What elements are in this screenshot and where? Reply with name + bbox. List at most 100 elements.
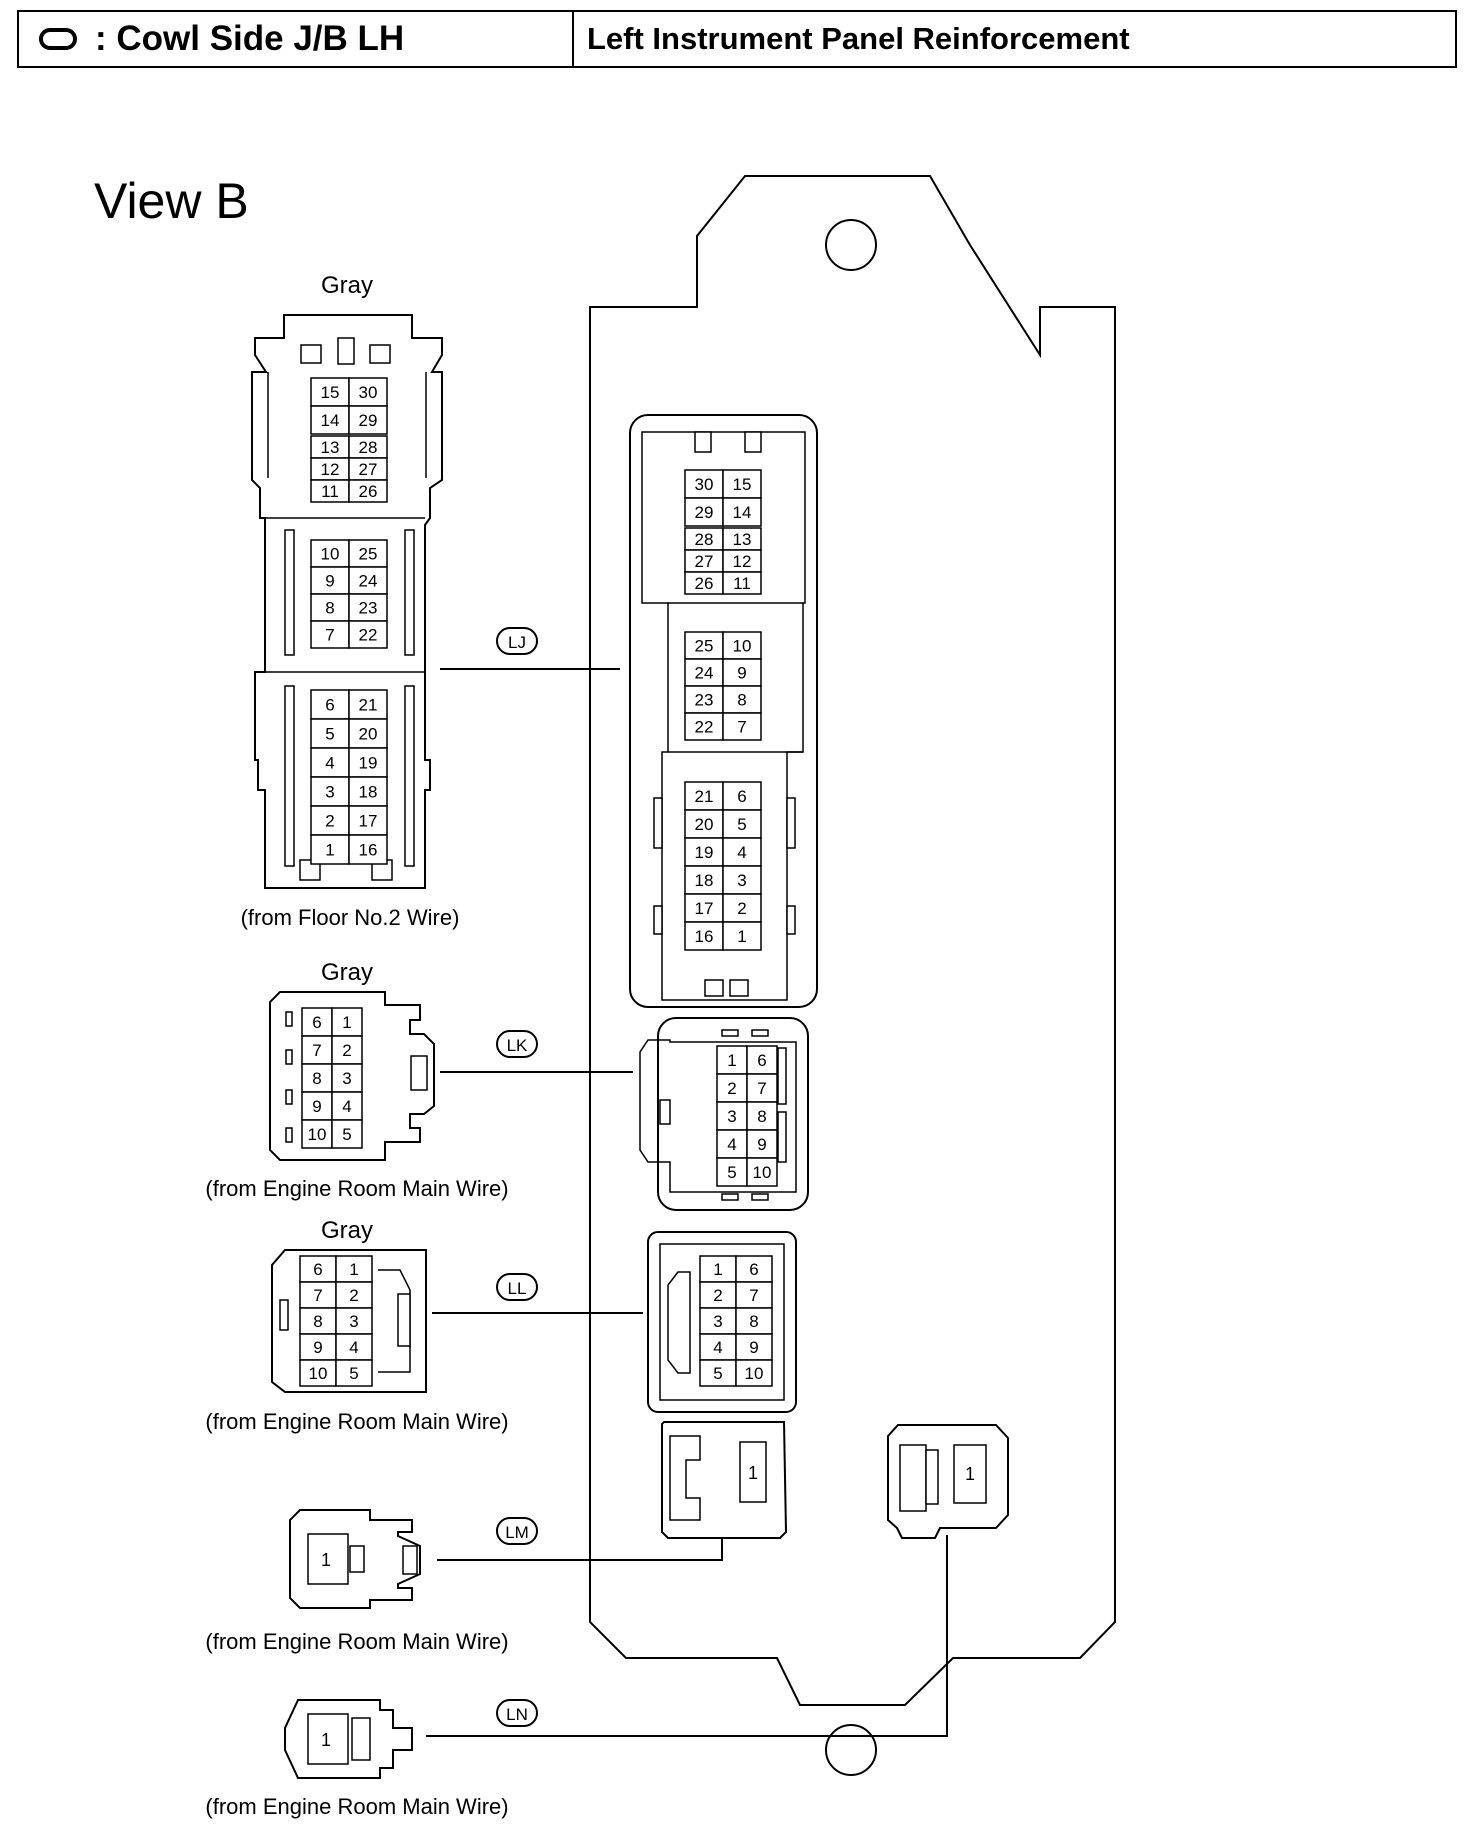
callout-lm-label: LM [505, 1523, 529, 1542]
lj-wire-pin-cell [348, 805, 388, 836]
ln-wire-connector: 1 (from Engine Room Main Wire) [205, 1699, 509, 1819]
lk-color-label: Gray [321, 959, 373, 986]
oval-icon [39, 28, 77, 50]
ll-jb-pin-number: 6 [749, 1260, 758, 1279]
lj-wire-pin-number: 1 [325, 841, 334, 860]
lj-jb-pin-number: 7 [737, 718, 746, 737]
lj-wire-pin-number: 13 [321, 438, 340, 457]
lj-jb-pin-cell [722, 685, 762, 714]
lj-jb-pin-number: 26 [695, 574, 714, 593]
ll-jb-pin-number: 8 [749, 1312, 758, 1331]
lk-jb-pin-number: 4 [727, 1135, 736, 1154]
lj-wire-pin-number: 21 [359, 696, 378, 715]
ll-wire-pin-number: 10 [309, 1364, 328, 1383]
lj-wire-pin-cell [310, 620, 350, 649]
callout-ll-label: LL [508, 1279, 527, 1298]
lj-wire-pin-cell [348, 834, 388, 865]
callout-lk-label: LK [507, 1036, 528, 1055]
lj-wire-pin-number: 25 [359, 545, 378, 564]
ln-jb-connector: 1 [887, 1424, 1009, 1539]
lj-jb-pin-number: 12 [733, 552, 752, 571]
lj-jb-pin-number: 16 [695, 927, 714, 946]
lj-jb-pin-number: 15 [733, 475, 752, 494]
ll-wire-pin-number: 1 [349, 1260, 358, 1279]
ll-jb-pin-number: 10 [745, 1364, 764, 1383]
callout-lm: LM [496, 1517, 538, 1545]
lm-source-label: (from Engine Room Main Wire) [205, 1629, 508, 1654]
lj-wire-pin-number: 24 [359, 572, 378, 591]
lj-wire-pin-number: 5 [325, 725, 334, 744]
lj-wire-pin-number: 26 [359, 482, 378, 501]
lj-jb-pin-cell [722, 809, 762, 839]
lj-jb-pin-number: 17 [695, 899, 714, 918]
lj-wire-pin-cell [310, 718, 350, 749]
ll-jb-pin-number: 5 [713, 1364, 722, 1383]
lm-jb-pin: 1 [748, 1463, 758, 1483]
callout-lj-label: LJ [508, 633, 526, 652]
ll-jb-pin-number: 7 [749, 1286, 758, 1305]
lj-jb-pin-number: 19 [695, 843, 714, 862]
lk-wire-pin-number: 7 [312, 1041, 321, 1060]
ll-wire-pin-cell [335, 1307, 373, 1335]
lj-color-label: Gray [321, 272, 373, 299]
lj-wire-pin-number: 30 [359, 383, 378, 402]
ll-jb-pin-cell [699, 1359, 737, 1387]
ll-color-label: Gray [321, 1217, 373, 1244]
lj-jb-pin-number: 4 [737, 843, 746, 862]
header-subtitle-cell: Left Instrument Panel Reinforcement [574, 12, 1455, 66]
ll-wire-pin-number: 2 [349, 1286, 358, 1305]
lj-wire-pin-number: 2 [325, 812, 334, 831]
ll-jb-pin-number: 1 [713, 1260, 722, 1279]
lj-wire-pin-cell [348, 718, 388, 749]
callout-ln: LN [496, 1699, 538, 1727]
lj-jb-pin-number: 8 [737, 691, 746, 710]
lj-wire-pin-number: 22 [359, 626, 378, 645]
lj-jb-pin-number: 24 [695, 664, 714, 683]
lj-jb-pin-number: 27 [695, 552, 714, 571]
lj-jb-pin-number: 21 [695, 787, 714, 806]
lj-wire-pin-number: 8 [325, 599, 334, 618]
lj-jb-pin-cell [684, 712, 724, 741]
ll-wire-pin-number: 3 [349, 1312, 358, 1331]
ll-jb-pin-number: 4 [713, 1338, 722, 1357]
lj-wire-pin-number: 3 [325, 783, 334, 802]
lj-wire-pin-number: 27 [359, 460, 378, 479]
lj-wire-pin-number: 19 [359, 754, 378, 773]
lj-jb-pin-cell [684, 631, 724, 660]
lm-jb-connector: 1 [661, 1421, 788, 1539]
lk-jb-pin-number: 5 [727, 1163, 736, 1182]
lk-jb-pin-number: 10 [753, 1163, 772, 1182]
lj-jb-pin-cell [684, 921, 724, 951]
ln-source-label: (from Engine Room Main Wire) [205, 1794, 508, 1819]
lj-jb-pin-cell [722, 712, 762, 741]
ll-wire-pin-cell [299, 1359, 337, 1387]
lj-wire-pin-cell [310, 539, 350, 568]
lj-jb-pin-cell [684, 469, 724, 499]
header-bar: : Cowl Side J/B LH Left Instrument Panel… [17, 10, 1457, 68]
lj-wire-pin-number: 17 [359, 812, 378, 831]
lj-jb-pin-number: 10 [733, 637, 752, 656]
lk-wire-pin-number: 5 [342, 1125, 351, 1144]
ll-jb-pin-cell [699, 1333, 737, 1361]
lj-wire-pin-cell [310, 593, 350, 622]
ln-jb-pin: 1 [965, 1464, 975, 1484]
callout-lk: LK [496, 1030, 538, 1058]
lj-jb-pin-number: 2 [737, 899, 746, 918]
lj-jb-pin-number: 30 [695, 475, 714, 494]
lk-wire-pin-number: 6 [312, 1013, 321, 1032]
mounting-hole-bottom [825, 1724, 877, 1776]
lj-jb-pin-number: 18 [695, 871, 714, 890]
lj-jb-pin-cell [722, 837, 762, 867]
lj-jb-pin-cell [722, 469, 762, 499]
ll-jb-pin-number: 2 [713, 1286, 722, 1305]
lj-wire-pin-number: 23 [359, 599, 378, 618]
callout-lines [426, 668, 948, 1737]
lk-wire-pin-number: 8 [312, 1069, 321, 1088]
ll-wire-pin-number: 6 [313, 1260, 322, 1279]
lj-wire-pin-cell [348, 620, 388, 649]
lj-jb-pin-cell [684, 497, 724, 527]
